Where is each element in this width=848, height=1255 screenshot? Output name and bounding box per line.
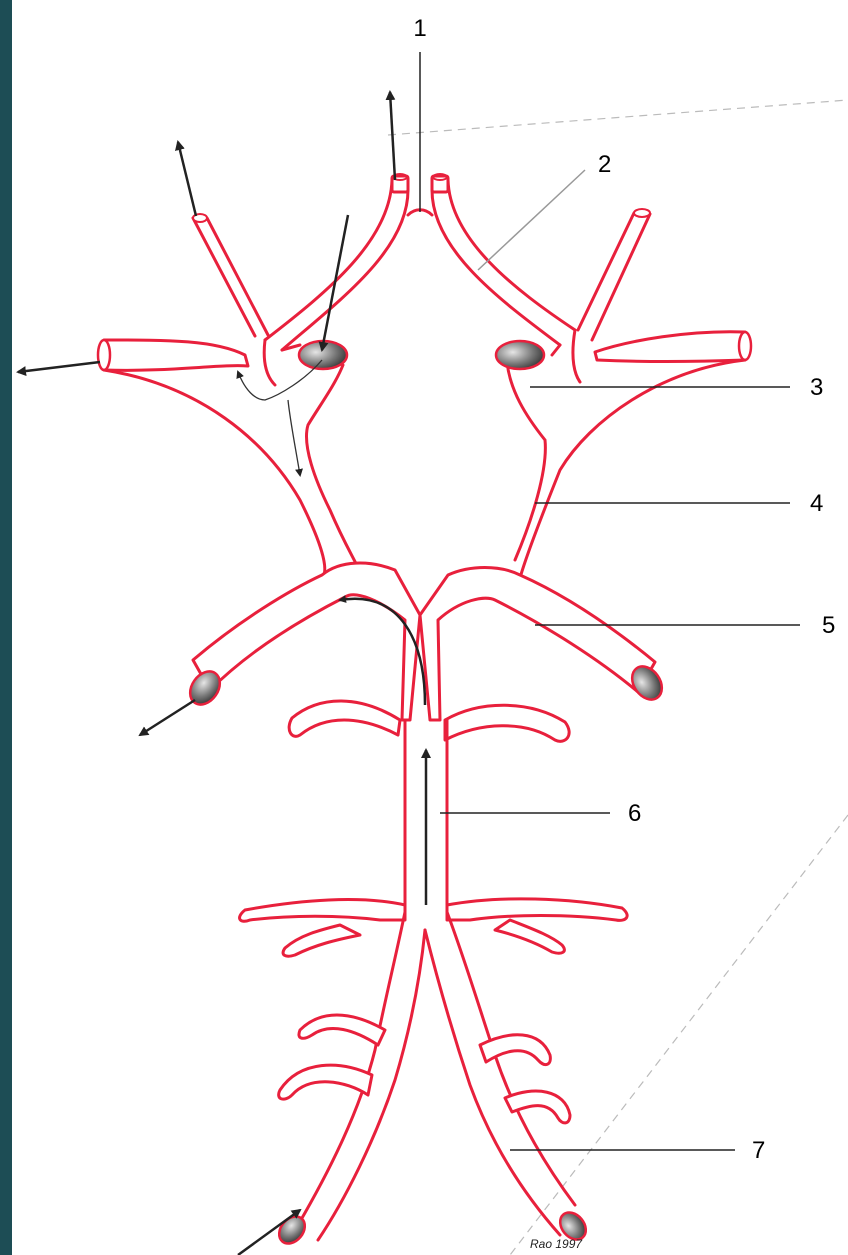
label-4: 4: [810, 490, 823, 517]
left-posterior-cerebral-artery: [193, 563, 420, 720]
right-internal-carotid-walls: [520, 330, 745, 578]
right-pica: [480, 1035, 550, 1065]
arrow-left-mca: [18, 362, 100, 372]
right-anterior-cerebral-artery: [432, 180, 575, 345]
left-anterior-cerebral-artery: [265, 180, 408, 350]
left-posterior-communicating-artery: [307, 365, 360, 572]
right-upper-branch: [578, 213, 650, 340]
left-aica-inner: [283, 925, 360, 956]
left-pica-inner: [299, 1015, 385, 1045]
right-carotid-lumen: [496, 341, 544, 369]
arrow-collateral-down: [288, 400, 300, 475]
label-3: 3: [810, 374, 823, 401]
right-vertebral-artery: [425, 912, 575, 1235]
left-aica: [240, 900, 405, 922]
right-superior-cerebellar-artery: [445, 705, 569, 741]
labels: 1 2 3 4 5 6 7 Rao 1997: [413, 15, 835, 1251]
left-upper-branch: [193, 218, 268, 336]
left-internal-carotid-walls: [104, 340, 325, 578]
label-5: 5: [822, 612, 835, 639]
arrow-out-left-pca: [140, 700, 195, 735]
right-pica-inner: [505, 1091, 570, 1123]
right-aica: [447, 899, 627, 921]
arrow-up-aca: [390, 92, 395, 180]
right-aica-inner: [495, 920, 564, 953]
label-6: 6: [628, 800, 641, 827]
left-pica: [279, 1065, 372, 1099]
left-middle-cerebral-artery: [104, 340, 248, 370]
label-7: 7: [752, 1137, 765, 1164]
credit-text: Rao 1997: [530, 1237, 583, 1251]
right-posterior-cerebral-artery: [420, 568, 655, 721]
label-1: 1: [413, 15, 426, 42]
left-superior-cerebellar-artery: [289, 701, 400, 736]
label-2: 2: [598, 151, 611, 178]
arrow-into-left-carotid: [322, 215, 348, 350]
right-posterior-communicating-artery: [507, 362, 545, 560]
arrow-up-left-branch: [178, 142, 196, 216]
right-middle-cerebral-artery: [595, 332, 745, 362]
